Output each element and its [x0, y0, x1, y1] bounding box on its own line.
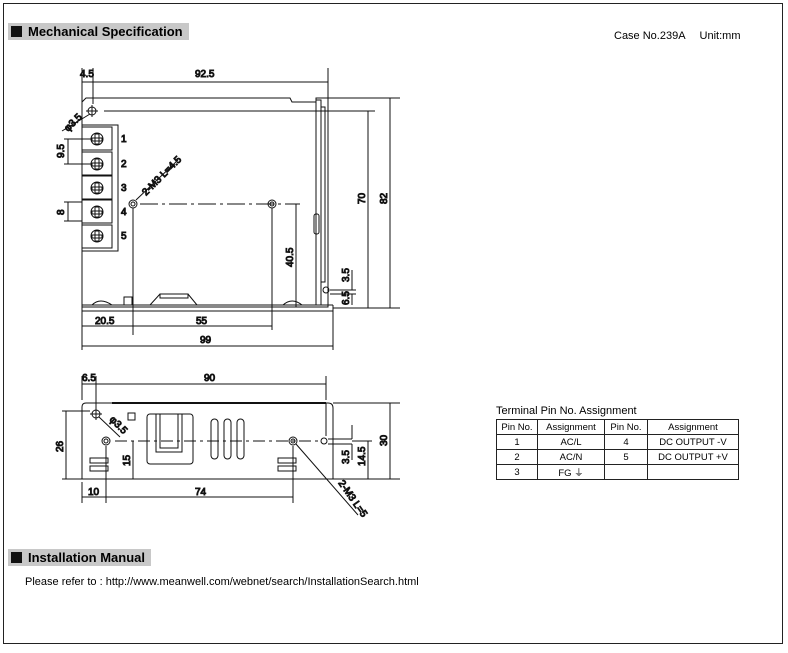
- dim-label: 2-M3 L=4.5: [140, 154, 184, 198]
- table-title: Terminal Pin No. Assignment: [496, 405, 637, 417]
- dim-label: 90: [204, 373, 216, 384]
- dim-label: 4.5: [80, 69, 94, 80]
- case-number: Case No.239A: [614, 30, 686, 42]
- dim-label: 3.5: [341, 268, 352, 282]
- section-title: Mechanical Specification: [28, 24, 183, 39]
- cell: [604, 464, 648, 480]
- dim-label: 30: [379, 434, 390, 446]
- dim-label: 10: [88, 487, 100, 498]
- cell: DC OUTPUT +V: [647, 449, 739, 465]
- bullet-square-icon: [11, 552, 22, 563]
- dim-label: 9.5: [56, 144, 67, 158]
- header-cell: Assignment: [647, 419, 739, 435]
- installation-link-text[interactable]: Please refer to : http://www.meanwell.co…: [25, 576, 419, 588]
- dim-label: 92.5: [195, 69, 215, 80]
- unit: Unit:mm: [699, 30, 741, 42]
- table-header-row: Pin No. Assignment Pin No. Assignment: [496, 419, 739, 435]
- dim-label: 26: [55, 440, 66, 452]
- dim-label: 8: [56, 209, 67, 215]
- dim-label: 15: [122, 454, 133, 466]
- cell: DC OUTPUT -V: [647, 434, 739, 450]
- dim-label: 74: [195, 487, 207, 498]
- terminal-pin-table: Terminal Pin No. Assignment Pin No. Assi…: [496, 405, 739, 480]
- dim-label: 20.5: [95, 316, 115, 327]
- page-frame: [3, 3, 783, 644]
- cell: AC/N: [537, 449, 605, 465]
- header-cell: Pin No.: [496, 419, 538, 435]
- cell: 1: [496, 434, 538, 450]
- header-cell: Pin No.: [604, 419, 648, 435]
- terminal-screws: [81, 126, 113, 249]
- pin-label: 5: [121, 231, 127, 242]
- section-title: Installation Manual: [28, 550, 146, 565]
- dim-label: 70: [357, 192, 368, 204]
- cell: 3: [496, 464, 538, 480]
- dim-label: 3.5: [341, 450, 352, 464]
- bullet-square-icon: [11, 26, 22, 37]
- cell: FG ⏚: [537, 464, 605, 480]
- dim-label: 2-M3 L=5: [336, 478, 370, 520]
- dim-label: 99: [200, 335, 212, 346]
- dim-label: 55: [196, 316, 208, 327]
- section-header-mechanical: Mechanical Specification: [8, 23, 189, 40]
- pin-label: 4: [121, 207, 127, 218]
- cell: 4: [604, 434, 648, 450]
- dim-label: 6.5: [341, 291, 352, 305]
- dim-label: 82: [379, 192, 390, 204]
- cell: [647, 464, 739, 480]
- dim-label: 40.5: [285, 247, 296, 267]
- cell: 5: [604, 449, 648, 465]
- dim-label: 14.5: [357, 446, 368, 466]
- cell: 2: [496, 449, 538, 465]
- cell: AC/L: [537, 434, 605, 450]
- pin-label: 2: [121, 159, 127, 170]
- dim-label: φ3.5: [107, 414, 130, 437]
- pin-label: 3: [121, 183, 127, 194]
- section-header-installation: Installation Manual: [8, 549, 152, 566]
- dim-label: 6.5: [82, 373, 96, 384]
- pin-label: 1: [121, 134, 127, 145]
- dim-label: φ3.5: [62, 112, 85, 135]
- header-cell: Assignment: [537, 419, 605, 435]
- top-view: 4.5 92.5 φ3.5 9.5 8 2-M3 L=4.5 70 82 40.…: [56, 68, 400, 350]
- side-view: 6.5 90 φ3.5 26 15 3.5 14.5 30 10 74 2-M3…: [55, 373, 400, 520]
- case-info: Case No.239A Unit:mm: [614, 30, 755, 42]
